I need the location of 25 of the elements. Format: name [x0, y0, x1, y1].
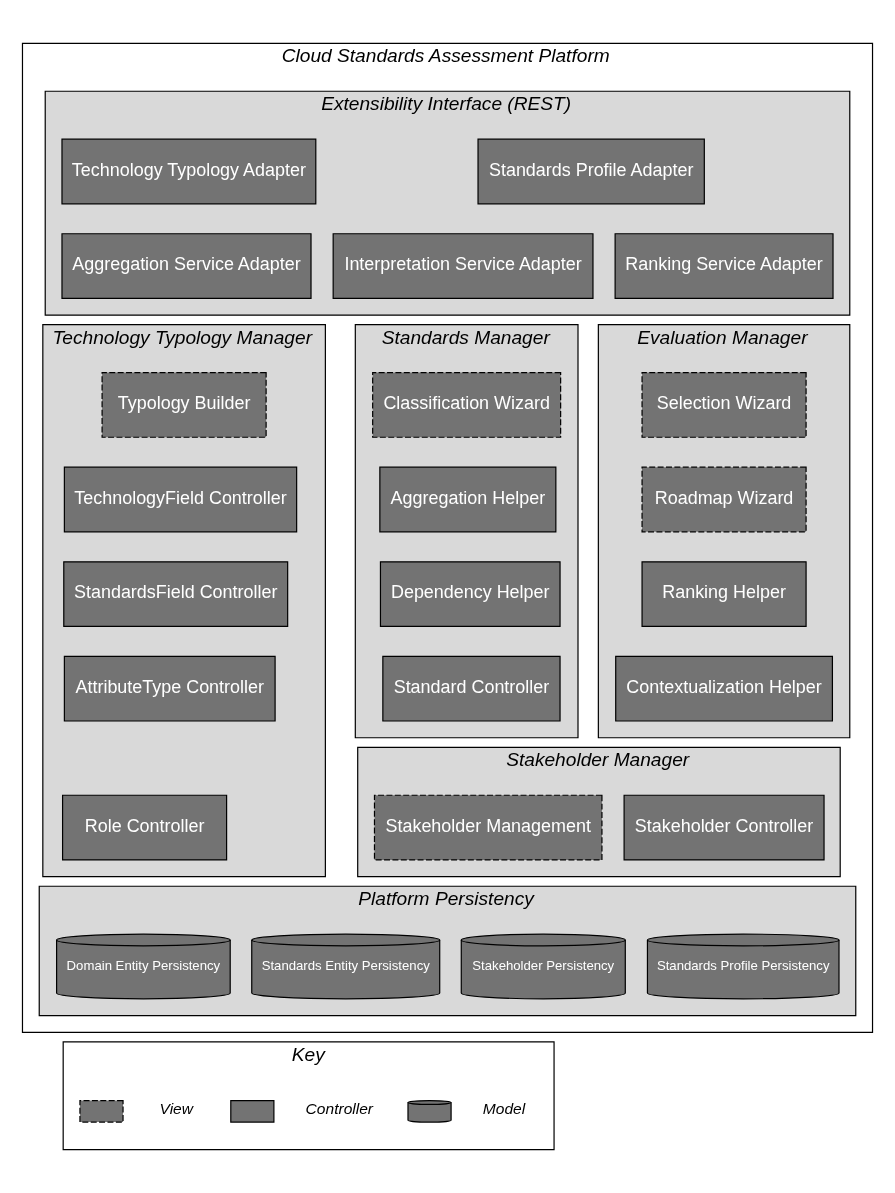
node-box: Aggregation Service Adapter	[61, 233, 312, 299]
node-box: Ranking Service Adapter	[614, 233, 834, 299]
node-box: Dependency Helper	[379, 561, 561, 628]
legend-label: View	[159, 1100, 193, 1118]
legend-label: Model	[482, 1100, 526, 1118]
node-box: Classification Wizard	[372, 372, 562, 438]
node-box: Selection Wizard	[641, 372, 807, 438]
node-box: StandardsField Controller	[63, 561, 289, 628]
node-box: Standard Controller	[382, 655, 561, 722]
node-box: Ranking Helper	[641, 561, 807, 628]
node-box: Aggregation Helper	[379, 466, 557, 533]
node-box: AttributeType Controller	[63, 655, 276, 722]
node-box: TechnologyField Controller	[63, 466, 298, 533]
node-box: Role Controller	[62, 794, 228, 861]
node-box: Standards Profile Adapter	[477, 138, 705, 205]
node-box: Technology Typology Adapter	[61, 138, 317, 205]
node-box	[79, 1099, 124, 1123]
node-box	[230, 1099, 275, 1123]
node-box: Stakeholder Management	[373, 794, 603, 861]
node-box: Contextualization Helper	[615, 655, 833, 722]
node-box: Roadmap Wizard	[641, 466, 807, 533]
node-box: Stakeholder Controller	[623, 794, 825, 861]
legend-label: Controller	[305, 1100, 374, 1118]
node-box: Interpretation Service Adapter	[332, 233, 594, 299]
node-box: Typology Builder	[101, 372, 267, 438]
